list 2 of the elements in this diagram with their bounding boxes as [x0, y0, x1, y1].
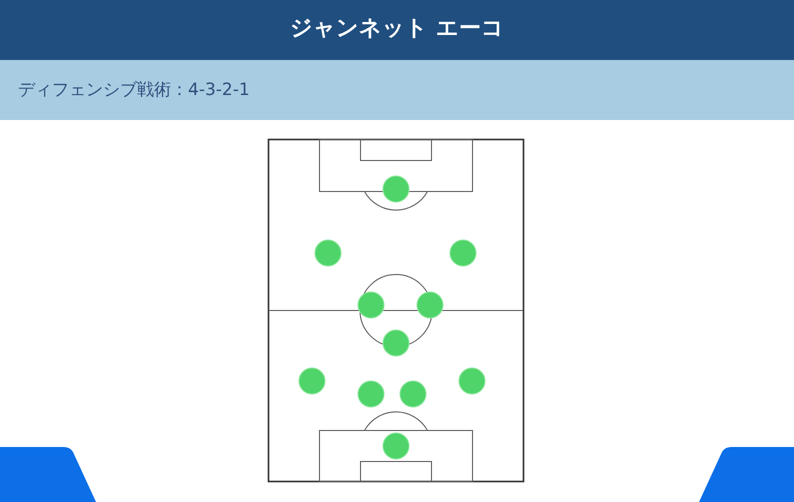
tactic-label: ディフェンシブ戦術：4-3-2-1 — [18, 79, 250, 102]
page-title: ジャンネット エーコ — [289, 15, 505, 43]
